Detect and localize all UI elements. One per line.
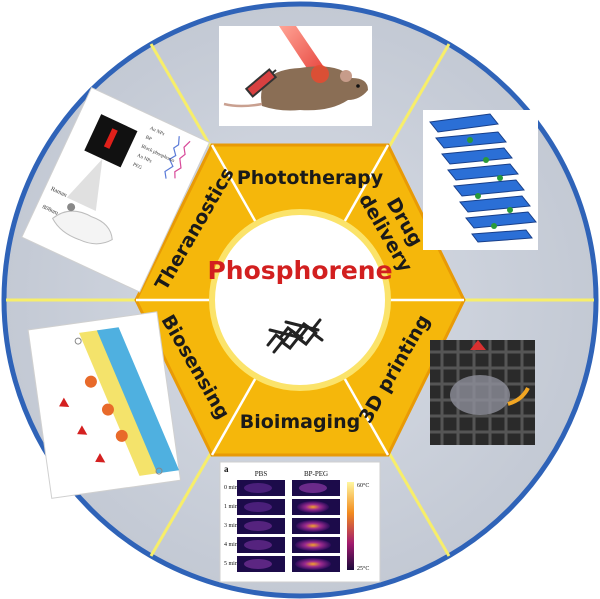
label-phototherapy: Phototherapy xyxy=(237,167,384,189)
row-label-3: 4 min xyxy=(224,542,238,548)
label-bioimaging: Bioimaging xyxy=(240,411,360,433)
time-row-labels: 0 min 1 min 3 min 4 min 5 min xyxy=(224,485,238,567)
drug-delivery-image xyxy=(423,110,538,250)
row-label-1: 1 min xyxy=(224,504,238,510)
legend-0: Au NPs xyxy=(149,126,165,137)
sensor-yellow-layer xyxy=(79,330,160,476)
temperature-scale-bar xyxy=(347,482,354,570)
row-label-0: 0 min xyxy=(224,485,238,491)
mouse-silhouette xyxy=(51,210,113,245)
biosensing-image xyxy=(27,311,182,499)
legend-1: BP xyxy=(144,135,152,142)
row-label-4: 5 min xyxy=(224,561,238,567)
center-title: Phosphorene xyxy=(207,256,392,285)
legend-4: PEG xyxy=(132,163,143,172)
center-circle xyxy=(209,209,391,391)
scale-min-label: 25°C xyxy=(357,565,369,572)
syringe-icon xyxy=(244,68,278,98)
scale-max-label: 60°C xyxy=(357,482,369,489)
raman-spectra xyxy=(164,136,191,179)
3d-printing-image xyxy=(430,340,535,445)
panel-letter: a xyxy=(224,464,229,474)
column-pbs: PBS xyxy=(255,470,268,478)
phosphorene-lattice-icon xyxy=(266,318,324,354)
row-label-2: 3 min xyxy=(224,523,238,529)
column-bp-peg: BP-PEG xyxy=(304,470,328,478)
phototherapy-image xyxy=(219,26,372,126)
bioimaging-panel: a PBS BP-PEG 0 min 1 min 3 min 4 min 5 m… xyxy=(219,461,381,583)
legend-3: Au NPs xyxy=(136,153,152,164)
sensor-blue-layer xyxy=(96,327,180,474)
thermal-hotspots xyxy=(244,483,331,570)
theranostics-image: Au NPs BP Black phosphorus Au NPs PEG Ra… xyxy=(21,86,211,293)
